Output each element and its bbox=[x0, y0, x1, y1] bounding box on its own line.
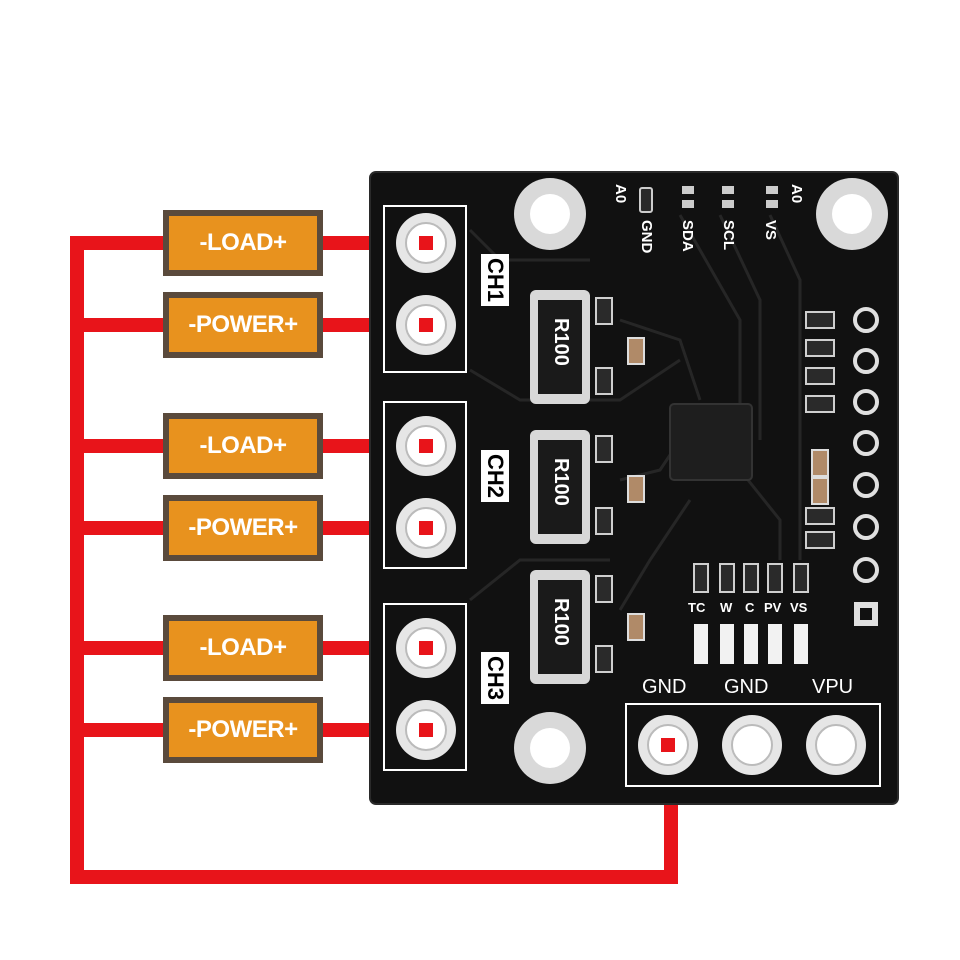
terminal-label-gnd-1: GND bbox=[642, 676, 687, 698]
pcb-board bbox=[369, 171, 899, 805]
branch-wire bbox=[70, 439, 170, 453]
screw-terminals bbox=[396, 213, 866, 775]
pin-label-a0-right: A0 bbox=[788, 184, 805, 204]
pin-label-vs: VS bbox=[762, 220, 779, 241]
terminal-ch3-power bbox=[396, 700, 456, 760]
pin-label-scl: SCL bbox=[720, 220, 737, 250]
shunt-resistors bbox=[530, 290, 590, 684]
resistor-marking-ch3: R100 bbox=[550, 598, 572, 646]
mounting-holes bbox=[514, 178, 888, 784]
ina3221-chip bbox=[669, 403, 753, 481]
vpu-return-wire bbox=[664, 790, 678, 884]
led-label-vs: VS bbox=[790, 600, 808, 615]
branch-wire bbox=[70, 641, 170, 655]
led-label-tc: TC bbox=[688, 600, 706, 615]
branch-wire bbox=[70, 318, 170, 332]
pin-label-sda: SDA bbox=[679, 220, 696, 252]
resistor-marking-ch1: R100 bbox=[550, 318, 572, 366]
resistor-marking-ch2: R100 bbox=[550, 458, 572, 506]
pin-header bbox=[853, 307, 879, 626]
power-label-ch2: -POWER+ bbox=[163, 495, 323, 561]
led-label-c: C bbox=[745, 600, 755, 615]
branch-wire bbox=[70, 236, 170, 250]
load-label-ch3: -LOAD+ bbox=[163, 615, 323, 681]
smd-components bbox=[595, 186, 835, 673]
bottom-return-wire bbox=[70, 870, 678, 884]
led-label-pv: PV bbox=[764, 600, 782, 615]
pin-label-a0-left: A0 bbox=[612, 184, 629, 204]
terminal-vpu bbox=[806, 715, 866, 775]
terminal-ch3-load bbox=[396, 618, 456, 678]
channel-outlines bbox=[383, 205, 881, 787]
terminal-label-vpu: VPU bbox=[812, 676, 854, 698]
power-label-ch3: -POWER+ bbox=[163, 697, 323, 763]
load-label-ch2: -LOAD+ bbox=[163, 413, 323, 479]
terminal-ch2-load bbox=[396, 416, 456, 476]
branch-wire bbox=[70, 723, 170, 737]
branch-wire bbox=[70, 521, 170, 535]
power-label-ch1: -POWER+ bbox=[163, 292, 323, 358]
left-bus-wire bbox=[70, 236, 84, 884]
terminal-gnd-2 bbox=[722, 715, 782, 775]
channel-label-ch1: CH1 bbox=[481, 254, 509, 307]
pin-label-gnd: GND bbox=[638, 220, 655, 254]
led-label-w: W bbox=[720, 600, 733, 615]
terminal-ch1-power bbox=[396, 295, 456, 355]
channel-label-ch2: CH2 bbox=[481, 450, 509, 503]
terminal-ch2-power bbox=[396, 498, 456, 558]
channel-label-ch3: CH3 bbox=[481, 652, 509, 705]
load-label-ch1: -LOAD+ bbox=[163, 210, 323, 276]
terminal-gnd-1 bbox=[638, 715, 698, 775]
terminal-label-gnd-2: GND bbox=[724, 676, 769, 698]
terminal-ch1-load bbox=[396, 213, 456, 273]
